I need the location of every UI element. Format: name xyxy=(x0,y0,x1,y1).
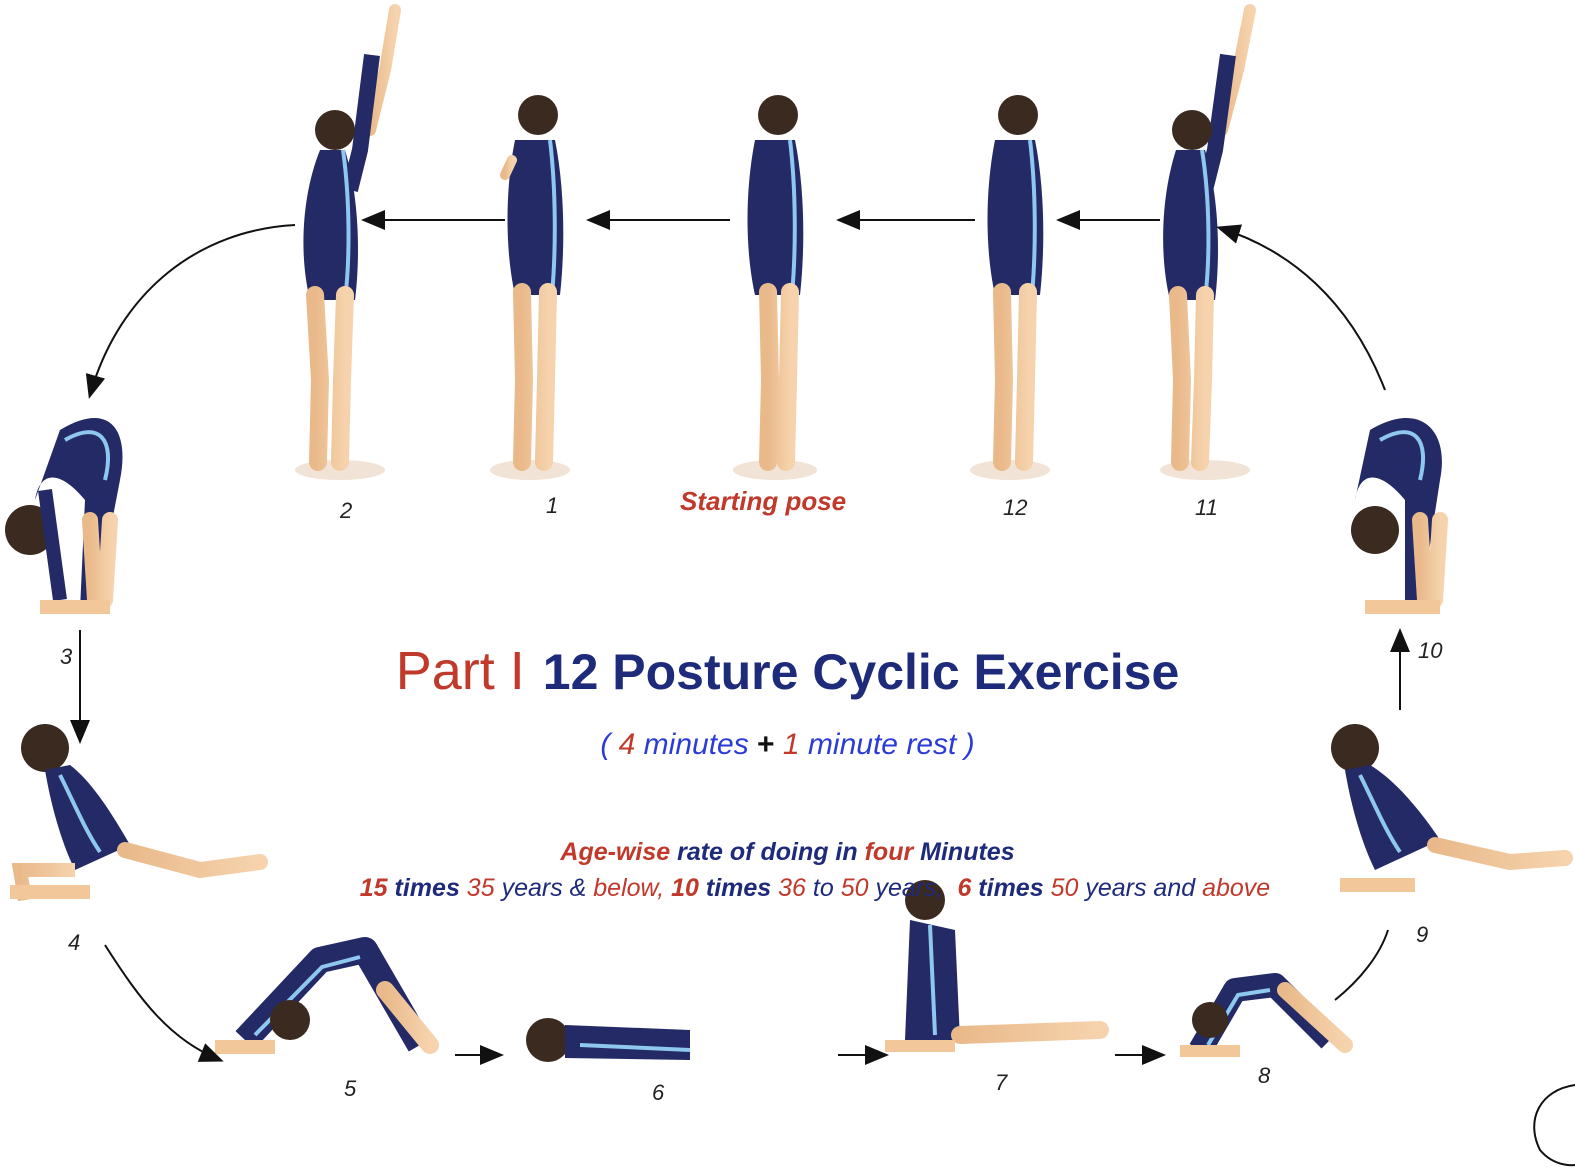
rate3-above: above xyxy=(1195,874,1270,902)
pose-label-1: 1 xyxy=(546,493,558,519)
pose-label-8: 8 xyxy=(1258,1063,1270,1089)
sub-rest-text: minute rest ) xyxy=(800,728,975,761)
rate2-from: 36 xyxy=(771,874,806,902)
rate1-count: 15 xyxy=(360,874,388,902)
starting-pose-figure xyxy=(733,95,817,480)
sketch-outline xyxy=(1534,1085,1575,1165)
sub-minutes-number: 4 xyxy=(619,728,636,761)
pose-label-7: 7 xyxy=(995,1070,1007,1096)
pose-label-5: 5 xyxy=(344,1076,356,1102)
rate1-times: times xyxy=(388,874,460,902)
age-header-b: rate of doing in xyxy=(670,838,864,866)
pose-5-figure xyxy=(215,950,430,1054)
starting-pose-label: Starting pose xyxy=(680,486,846,517)
sub-gap xyxy=(775,728,783,761)
pose-label-4: 4 xyxy=(68,930,80,956)
rate2-count: 10 xyxy=(664,874,699,902)
rate2-years: years, xyxy=(869,874,944,902)
pose-2-figure xyxy=(295,10,395,480)
rate3-age: 50 xyxy=(1044,874,1079,902)
rate2-times: times xyxy=(699,874,771,902)
rate3-times: times xyxy=(971,874,1043,902)
pose-11-figure xyxy=(1160,10,1250,480)
rate1-years: years & xyxy=(495,874,587,902)
pose-8-figure xyxy=(1180,985,1345,1057)
age-header-c: four xyxy=(865,838,914,866)
title-main: 12 Posture Cyclic Exercise xyxy=(543,644,1180,700)
sub-plus: + xyxy=(757,728,775,761)
rate1-below: below, xyxy=(586,874,664,902)
pose-label-12: 12 xyxy=(1003,495,1027,521)
title-part: Part I xyxy=(396,641,525,701)
pose-label-9: 9 xyxy=(1416,922,1428,948)
age-rate-line: 15 times 35 years & below, 10 times 36 t… xyxy=(0,874,1575,903)
pose-label-2: 2 xyxy=(340,498,352,524)
pose-10-figure xyxy=(1351,418,1442,614)
rate3-years: years and xyxy=(1078,874,1195,902)
pose-7-figure xyxy=(885,880,1100,1052)
pose-3-figure xyxy=(5,418,123,614)
pose-6-figure xyxy=(526,1018,825,1062)
pose-12-figure xyxy=(970,95,1050,480)
sub-open: ( xyxy=(600,728,618,761)
rate1-age: 35 xyxy=(460,874,495,902)
pose-label-11: 11 xyxy=(1195,495,1218,521)
age-header-a: Age-wise xyxy=(560,838,670,866)
rate3-count: 6 xyxy=(944,874,972,902)
age-rate-header: Age-wise rate of doing in four Minutes xyxy=(0,838,1575,867)
rate2-to: to xyxy=(806,874,834,902)
pose-1-figure xyxy=(490,95,570,480)
pose-label-6: 6 xyxy=(652,1080,664,1106)
rate2-age: 50 xyxy=(834,874,869,902)
sub-minutes-text: minutes xyxy=(635,728,757,761)
sub-rest-number: 1 xyxy=(783,728,800,761)
duration-subtitle: ( 4 minutes + 1 minute rest ) xyxy=(0,728,1575,762)
page-title: Part I 12 Posture Cyclic Exercise xyxy=(0,640,1575,702)
age-header-d: Minutes xyxy=(913,838,1014,866)
